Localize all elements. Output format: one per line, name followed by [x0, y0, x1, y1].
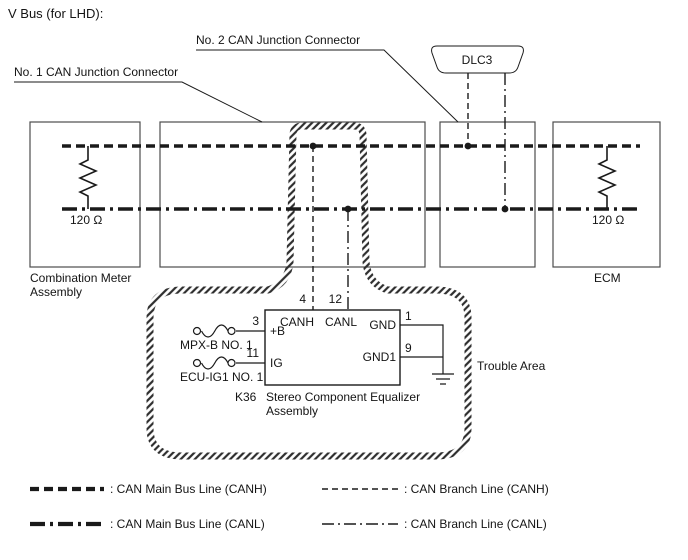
- equalizer-terminal-gnd: GND: [369, 318, 396, 332]
- equalizer-terminal-canl: CANL: [325, 315, 357, 329]
- equalizer-pin-11: 11: [247, 346, 260, 360]
- ecm-box: [552, 121, 661, 268]
- ecm-label: ECM: [594, 271, 621, 285]
- fuse-icon: [200, 324, 229, 338]
- legend-label-main-canl: : CAN Main Bus Line (CANL): [110, 517, 265, 531]
- fuse-icon: [200, 356, 229, 370]
- equalizer-pin-1: 1: [405, 309, 412, 323]
- fuse-ecu-ig-label: ECU-IG1 NO. 1: [180, 370, 264, 384]
- junction-1-label: No. 1 CAN Junction Connector: [14, 65, 178, 79]
- diagram-title: V Bus (for LHD):: [8, 6, 103, 21]
- equalizer-terminal-b: +B: [270, 324, 285, 338]
- combination-meter-label-line1: Combination Meter: [30, 271, 131, 285]
- resistor-icon-right: [597, 146, 617, 209]
- legend-label-branch-canl: : CAN Branch Line (CANL): [404, 517, 547, 531]
- legend-label-main-canh: : CAN Main Bus Line (CANH): [110, 482, 267, 496]
- equalizer-terminal-gnd1: GND1: [363, 350, 397, 364]
- equalizer-terminal-ig: IG: [270, 356, 283, 370]
- resistor-left-value: 120 Ω: [70, 213, 102, 227]
- junction-2-label: No. 2 CAN Junction Connector: [196, 33, 360, 47]
- equalizer-name-line1: Stereo Component Equalizer: [266, 390, 420, 404]
- trouble-area-outline: [146, 122, 472, 460]
- junction-2-leader-line: [196, 49, 459, 123]
- legend-label-branch-canh: : CAN Branch Line (CANH): [404, 482, 549, 496]
- fuse-icon: [192, 326, 202, 336]
- equalizer-pin-12: 12: [329, 292, 343, 306]
- equalizer-pin-3: 3: [252, 314, 259, 328]
- equalizer-terminal-canh: CANH: [280, 315, 314, 329]
- dlc3-connector-shape: [431, 45, 524, 74]
- trouble-area-label: Trouble Area: [477, 359, 546, 373]
- gnd-wire: [400, 324, 444, 374]
- fuse-mpx-label: MPX-B NO. 1: [180, 338, 253, 352]
- equalizer-pin-9: 9: [405, 341, 412, 355]
- junction-dot: [501, 205, 509, 213]
- combination-meter-label-line2: Assembly: [30, 285, 82, 299]
- fuse-icon: [227, 358, 236, 368]
- junction-dot: [464, 142, 472, 150]
- resistor-icon-left: [78, 146, 98, 209]
- junction-dot: [344, 205, 352, 213]
- junction-connector-2-box: [439, 121, 536, 268]
- fuse-icon: [192, 358, 202, 368]
- equalizer-name-line2: Assembly: [266, 404, 318, 418]
- fuse-icon: [227, 326, 236, 336]
- equalizer-box: [264, 309, 401, 386]
- equalizer-code: K36: [235, 390, 257, 404]
- dlc3-label: DLC3: [462, 53, 493, 67]
- equalizer-pin-4: 4: [299, 292, 306, 306]
- resistor-right-value: 120 Ω: [592, 213, 624, 227]
- junction-1-leader-line: [14, 81, 263, 123]
- ground-icon: [432, 373, 454, 385]
- junction-dot: [309, 142, 317, 150]
